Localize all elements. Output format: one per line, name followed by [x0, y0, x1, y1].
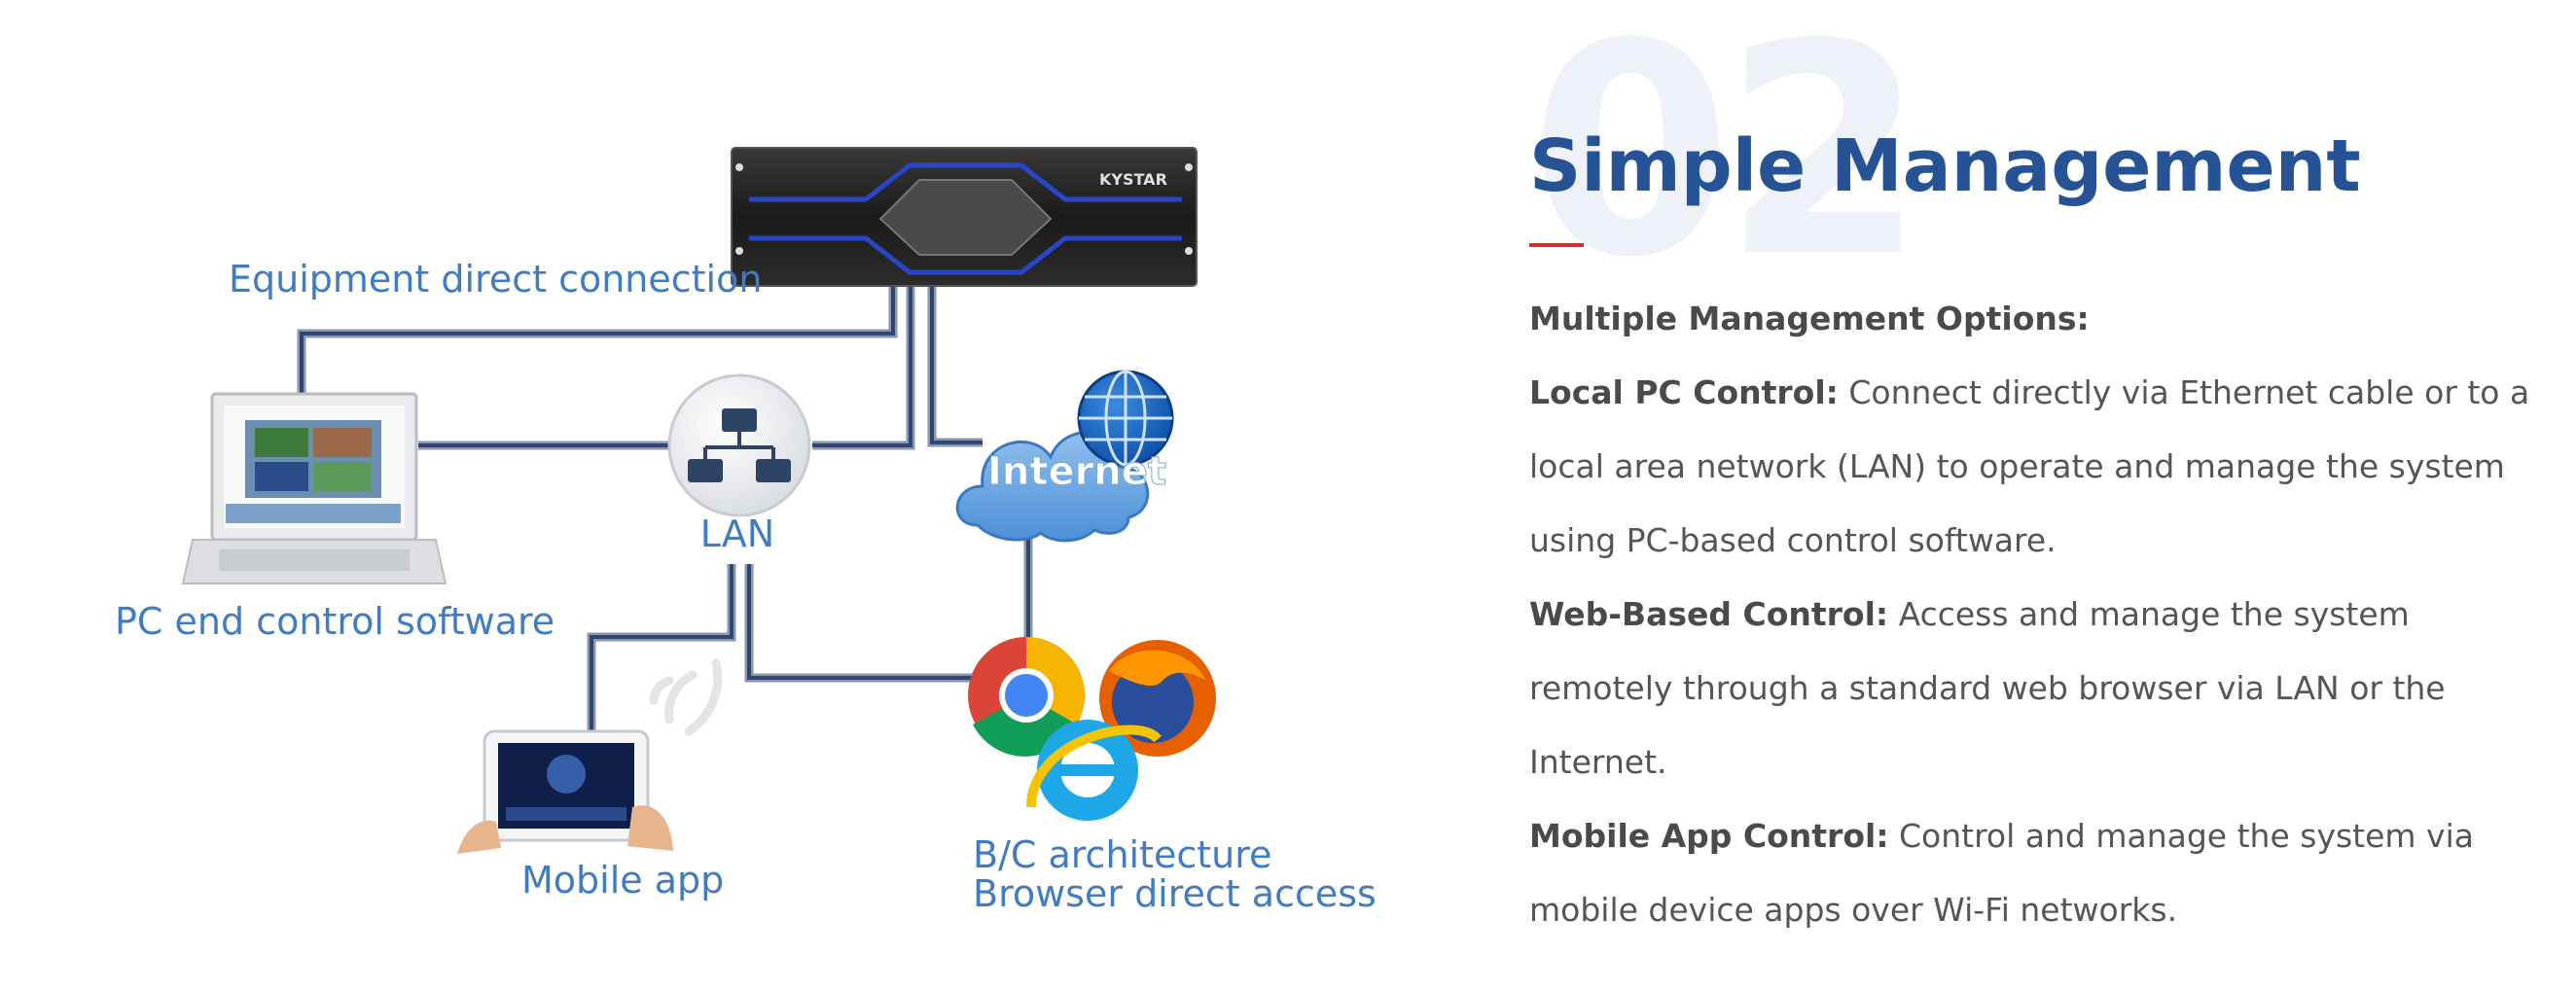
wifi-signal-icon: [649, 658, 723, 736]
mobile-label: Mobile App Control:: [1529, 817, 1889, 855]
options-heading: Multiple Management Options:: [1529, 300, 2090, 337]
tablet-icon: [457, 729, 673, 854]
lan-icon: [667, 373, 811, 517]
section-number: 02: [1529, 0, 1925, 321]
local-pc-label: Local PC Control:: [1529, 373, 1839, 411]
internet-label: Internet: [987, 449, 1166, 494]
web-text: Access and manage the system remotely th…: [1529, 595, 2446, 781]
network-diagram: KYSTAR Internet: [115, 147, 1377, 915]
mobile-paragraph: Mobile App Control: Control and manage t…: [1529, 799, 2560, 947]
equipment-direct-label: Equipment direct connection: [229, 258, 762, 301]
bc-architecture-label: B/C architecture: [973, 833, 1271, 876]
server-device: KYSTAR: [731, 147, 1198, 287]
web-label: Web-Based Control:: [1529, 595, 1889, 633]
mobile-text: Control and manage the system via mobile…: [1529, 817, 2474, 929]
device-brand: KYSTAR: [1099, 170, 1167, 189]
section-title: Simple Management: [1529, 124, 2361, 208]
ie-icon: [1026, 720, 1162, 821]
lan-label: LAN: [700, 513, 774, 555]
management-description: Multiple Management Options: Local PC Co…: [1529, 282, 2560, 947]
mobile-app-label: Mobile app: [521, 859, 724, 902]
internet-cloud-icon: Internet: [955, 370, 1174, 543]
title-accent-rule: [1529, 243, 1584, 247]
chrome-icon: [968, 637, 1085, 757]
local-pc-text: Connect directly via Ethernet cable or t…: [1529, 373, 2530, 559]
local-pc-paragraph: Local PC Control: Connect directly via E…: [1529, 356, 2560, 578]
laptop-icon: [181, 392, 447, 584]
web-paragraph: Web-Based Control: Access and manage the…: [1529, 578, 2560, 799]
connection-lines: [297, 284, 1033, 739]
browser-access-label: Browser direct access: [973, 872, 1377, 915]
pc-end-label: PC end control software: [115, 600, 555, 643]
